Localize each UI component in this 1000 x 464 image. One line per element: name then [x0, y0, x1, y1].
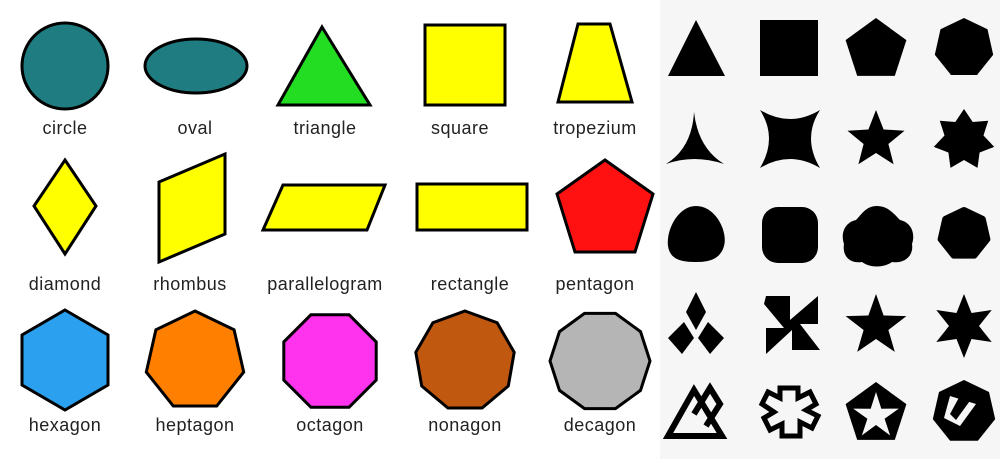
decagon-icon	[548, 311, 652, 411]
pinwheel-icon	[764, 296, 820, 354]
tri-cusp-star-icon	[666, 112, 724, 164]
circle-cell: circle	[0, 10, 130, 145]
shape-label: square	[430, 118, 490, 138]
shape-label: circle	[42, 118, 88, 138]
silhouette-grid	[662, 18, 996, 441]
pentagon-cell: pentagon	[530, 150, 660, 300]
seven-point-star-icon	[933, 109, 995, 168]
heptagon-cell: heptagon	[130, 305, 260, 455]
square-cell: square	[395, 10, 525, 145]
decagon-cell: decagon	[535, 305, 665, 455]
hexagon-cell: hexagon	[0, 305, 130, 455]
diamond-cell: diamond	[0, 150, 130, 300]
interlaced-heptagon-icon	[932, 380, 996, 441]
nonagon-cell: nonagon	[400, 305, 530, 455]
colored-shapes-panel: circle oval triangle square tropezium	[0, 10, 660, 455]
triangle-icon	[668, 20, 725, 76]
six-point-star-icon	[936, 294, 992, 358]
cross-gear-icon	[758, 385, 822, 439]
rounded-heptagon-icon	[937, 207, 991, 259]
parallelogram-cell: parallelogram	[255, 150, 395, 300]
rhombus-icon	[157, 151, 227, 265]
heptagon-icon	[144, 309, 246, 408]
octagon-cell: octagon	[265, 305, 395, 455]
shape-label: pentagon	[555, 274, 635, 294]
hexagon-icon	[20, 308, 110, 412]
rhombus-cell: rhombus	[125, 150, 255, 300]
diamond-icon	[32, 157, 98, 257]
circle-icon	[20, 21, 110, 111]
pentagon-star-icon	[845, 382, 907, 440]
shape-label: tropezium	[553, 118, 637, 138]
oval-icon	[143, 37, 249, 95]
heptagon-icon	[934, 18, 994, 75]
shape-label: hexagon	[28, 415, 102, 435]
rounded-triangle-icon	[667, 206, 725, 262]
trapezium-cell: tropezium	[530, 10, 660, 145]
shape-label: oval	[177, 118, 213, 138]
oval-cell: oval	[130, 10, 260, 145]
four-cusp-star-icon	[760, 110, 820, 168]
triangle-cell: triangle	[260, 10, 390, 145]
shape-label: diamond	[28, 274, 102, 294]
shape-label: parallelogram	[267, 274, 383, 294]
octagon-icon	[282, 313, 378, 409]
square-icon	[423, 23, 507, 107]
shape-label: nonagon	[428, 415, 502, 435]
rectangle-icon	[415, 182, 529, 232]
rounded-square-icon	[762, 207, 818, 263]
shape-label: triangle	[293, 118, 357, 138]
three-diamond-icon	[668, 292, 724, 354]
shape-label: decagon	[563, 415, 637, 435]
shape-label: rhombus	[153, 274, 227, 294]
pentagon-icon	[845, 18, 907, 76]
silhouette-panel	[660, 0, 1000, 459]
parallelogram-icon	[260, 183, 388, 232]
square-icon	[760, 20, 818, 76]
trapezium-icon	[556, 22, 634, 104]
triangle-icon	[275, 24, 373, 107]
shape-label: heptagon	[155, 415, 235, 435]
rounded-pentagon-icon	[842, 206, 914, 267]
shape-label: octagon	[296, 415, 364, 435]
triangle-knot-icon	[662, 382, 728, 439]
five-point-star-icon	[847, 110, 905, 165]
shape-label: rectangle	[430, 274, 510, 294]
pentagon-icon	[555, 158, 655, 254]
nonagon-icon	[414, 309, 516, 410]
rectangle-cell: rectangle	[405, 150, 535, 300]
star-icon	[845, 294, 907, 352]
